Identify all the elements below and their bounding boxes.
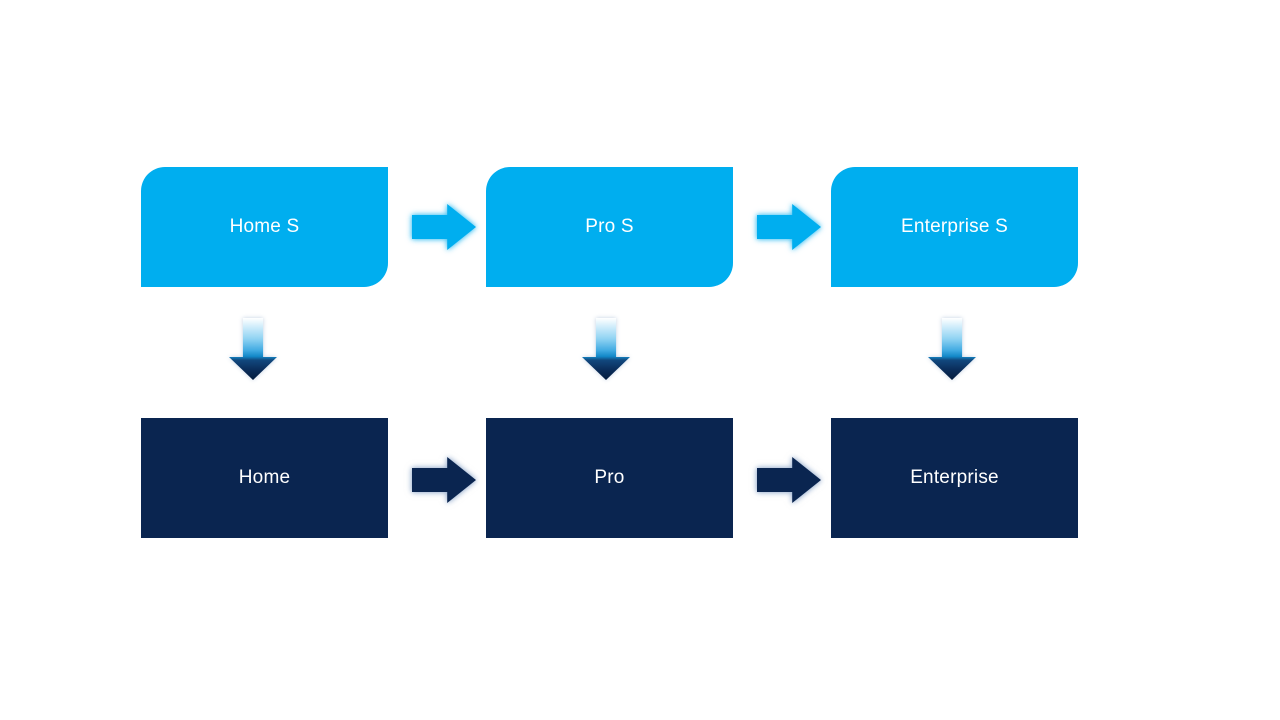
down-arrow-icon-1 [229, 318, 277, 380]
down-arrow-shape [229, 318, 277, 380]
box-pro-s-label: Pro S [585, 215, 634, 237]
down-arrow-icon-2 [582, 318, 630, 380]
box-home-label: Home [238, 466, 291, 488]
box-pro-label: Pro [594, 466, 625, 488]
box-home-s-label: Home S [229, 215, 300, 237]
box-pro-s: Pro S [486, 167, 733, 287]
right-arrow-shape [757, 457, 821, 503]
right-arrow-shape [757, 204, 821, 250]
right-arrow-icon-bottom-1 [412, 457, 476, 503]
box-enterprise: Enterprise [831, 418, 1078, 538]
box-enterprise-s: Enterprise S [831, 167, 1078, 287]
right-arrow-icon-top-2 [757, 204, 821, 250]
down-arrow-icon-3 [928, 318, 976, 380]
right-arrow-shape [412, 457, 476, 503]
box-enterprise-s-label: Enterprise S [901, 215, 1008, 237]
box-enterprise-label: Enterprise [910, 466, 999, 488]
box-home-s: Home S [141, 167, 388, 287]
box-pro: Pro [486, 418, 733, 538]
down-arrow-shape [928, 318, 976, 380]
right-arrow-shape [412, 204, 476, 250]
right-arrow-icon-bottom-2 [757, 457, 821, 503]
right-arrow-icon-top-1 [412, 204, 476, 250]
box-home: Home [141, 418, 388, 538]
down-arrow-shape [582, 318, 630, 380]
